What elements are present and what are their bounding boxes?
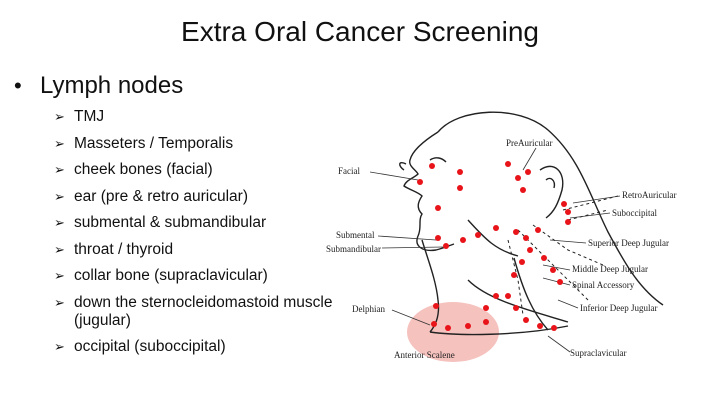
label-preauricular: PreAuricular (506, 138, 552, 148)
list-item-text: submental & submandibular (74, 214, 267, 231)
node-dot (443, 243, 449, 249)
node-dot (417, 179, 423, 185)
list-item: ➢ submental & submandibular (54, 214, 344, 232)
arrow-bullet-icon: ➢ (54, 339, 65, 354)
list-item: ➢ throat / thyroid (54, 241, 344, 259)
node-dot (483, 305, 489, 311)
list-item-text: occipital (suboccipital) (74, 338, 226, 355)
label-middle-deep-jugular: Middle Deep Jugular (572, 264, 648, 274)
node-dot (465, 323, 471, 329)
node-chain-lines-icon (507, 195, 619, 316)
node-dot (445, 325, 451, 331)
arrow-bullet-icon: ➢ (54, 241, 65, 257)
node-dot (429, 163, 435, 169)
label-delphian: Delphian (352, 304, 385, 314)
lymph-nodes (417, 161, 571, 331)
label-anterior-scalene: Anterior Scalene (394, 350, 455, 360)
node-dot (431, 321, 437, 327)
node-dot (493, 225, 499, 231)
node-dot (550, 267, 556, 273)
node-dot (527, 247, 533, 253)
scalene-highlight (407, 302, 499, 362)
label-suboccipital: Suboccipital (612, 208, 657, 218)
list-item-text: collar bone (supraclavicular) (74, 267, 268, 284)
node-dot (513, 229, 519, 235)
sub-bullet-list: ➢ TMJ ➢ Masseters / Temporalis ➢ cheek bone… (54, 108, 344, 365)
label-supraclavicular: Supraclavicular (570, 348, 626, 358)
list-item: ➢ occipital (suboccipital) (54, 338, 344, 356)
bullet-dot-icon: • (14, 73, 22, 98)
list-item: ➢ down the sternocleidomastoid muscle (ju… (54, 294, 344, 330)
arrow-bullet-icon: ➢ (54, 268, 65, 283)
list-item-text: TMJ (74, 108, 105, 125)
label-superior-deep-jugular: Superior Deep Jugular (588, 238, 669, 248)
list-item-text: cheek bones (facial) (74, 161, 213, 178)
main-bullet: • Lymph nodes (14, 72, 183, 100)
node-dot (561, 201, 567, 207)
list-item: ➢ cheek bones (facial) (54, 161, 344, 179)
node-dot (565, 219, 571, 225)
node-dot (511, 272, 517, 278)
node-dot (541, 255, 547, 261)
arrow-bullet-icon: ➢ (54, 135, 65, 151)
list-item: ➢ collar bone (supraclavicular) (54, 267, 344, 285)
node-dot (519, 259, 525, 265)
node-dot (515, 175, 521, 181)
leader-lines-icon (369, 147, 621, 353)
node-dot (537, 323, 543, 329)
arrow-bullet-icon: ➢ (54, 162, 65, 177)
label-inferior-deep-jugular: Inferior Deep Jugular (580, 303, 657, 313)
node-dot (483, 319, 489, 325)
node-dot (433, 303, 439, 309)
list-item-text: throat / thyroid (74, 240, 174, 258)
slide-title: Extra Oral Cancer Screening (181, 16, 539, 47)
node-dot (535, 227, 541, 233)
label-retroauricular: RetroAuricular (622, 190, 676, 200)
node-dot (565, 209, 571, 215)
label-spinal-accessory: Spinal Accessory (572, 280, 635, 290)
node-dot (551, 325, 557, 331)
list-item: ➢ Masseters / Temporalis (54, 135, 344, 153)
label-submental: Submental (336, 230, 375, 240)
node-dot (457, 185, 463, 191)
label-facial: Facial (338, 166, 360, 176)
node-dot (435, 235, 441, 241)
node-dot (520, 187, 526, 193)
list-item-text: down the sternocleidomastoid muscle (jug… (74, 293, 333, 329)
node-dot (523, 317, 529, 323)
node-dot (493, 293, 499, 299)
list-item-text: ear (pre & retro auricular) (74, 187, 249, 205)
lymph-node-diagram: Facial PreAuricular RetroAuricular Suboc… (326, 111, 676, 362)
list-item: ➢ TMJ (54, 108, 344, 126)
node-dot (505, 161, 511, 167)
label-submandibular: Submandibular (326, 244, 381, 254)
node-dot (505, 293, 511, 299)
list-item: ➢ ear (pre & retro auricular) (54, 188, 344, 206)
arrow-bullet-icon: ➢ (54, 188, 65, 204)
node-dot (525, 169, 531, 175)
list-item-text: Masseters / Temporalis (74, 134, 234, 152)
node-dot (557, 279, 563, 285)
node-dot (460, 237, 466, 243)
main-bullet-text: Lymph nodes (40, 72, 184, 99)
arrow-bullet-icon: ➢ (54, 294, 65, 310)
node-dot (475, 232, 481, 238)
arrow-bullet-icon: ➢ (54, 215, 65, 230)
node-dot (435, 205, 441, 211)
node-dot (513, 305, 519, 311)
node-dot (457, 169, 463, 175)
arrow-bullet-icon: ➢ (54, 109, 65, 124)
node-dot (523, 235, 529, 241)
